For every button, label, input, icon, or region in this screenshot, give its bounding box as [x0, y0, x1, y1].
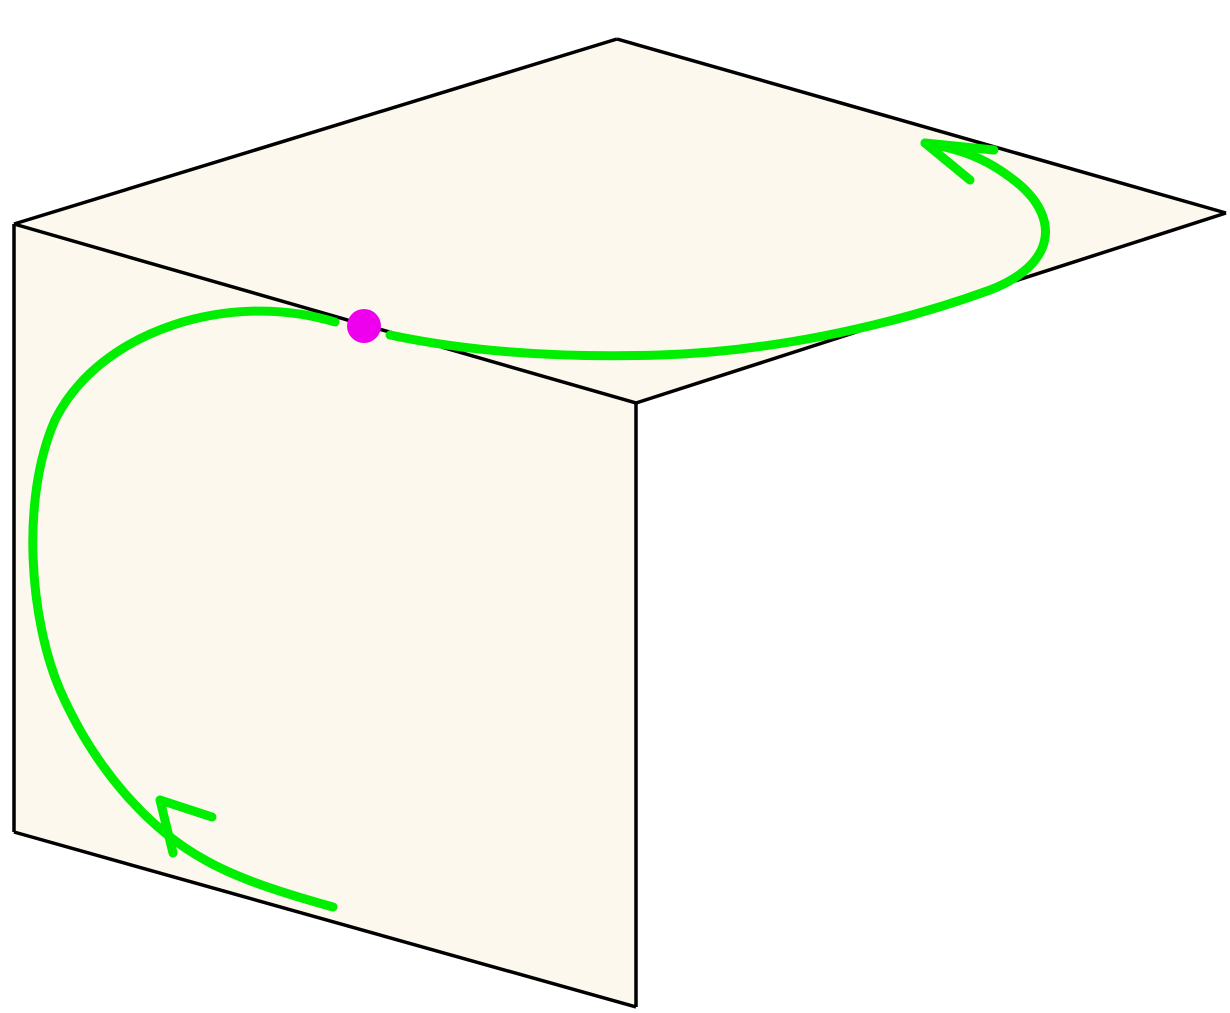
front-face	[14, 224, 636, 1007]
edges	[12, 37, 1227, 1009]
edge-top-back-right	[616, 37, 1227, 215]
path-on-top-face	[385, 138, 1050, 361]
top-face	[14, 39, 1226, 403]
path-on-front-face	[28, 306, 340, 912]
arrowhead-front	[155, 795, 217, 858]
edge-bottom	[13, 830, 637, 1009]
point-on-shared-edge	[347, 309, 381, 343]
edge-shared-fold	[13, 222, 637, 405]
edge-top-back-left	[13, 37, 618, 226]
path-curve-front	[28, 306, 340, 912]
arrowhead-top	[920, 138, 999, 185]
path-curve-top	[385, 138, 1050, 361]
